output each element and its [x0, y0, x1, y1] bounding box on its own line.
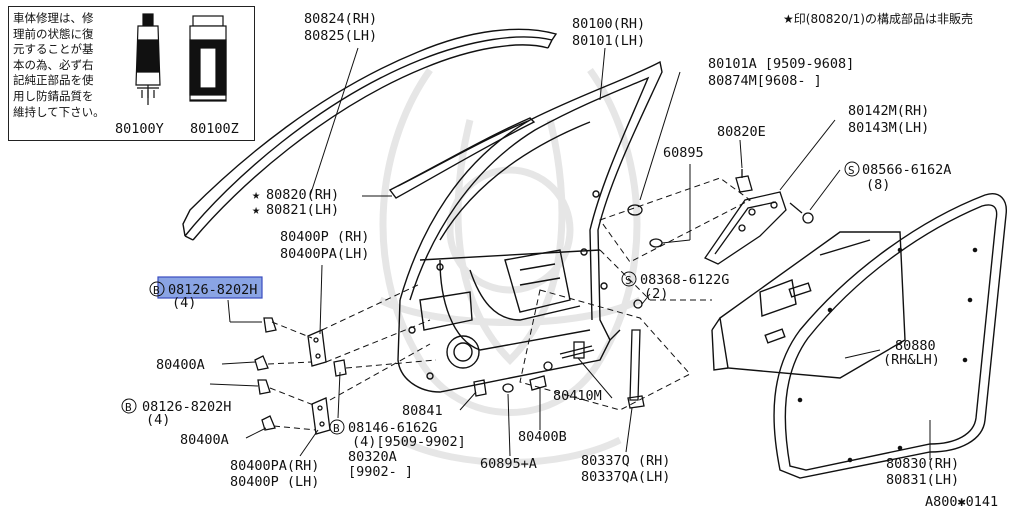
- label-80841: 80841: [402, 403, 443, 419]
- label-80820E: 80820E: [717, 124, 766, 140]
- highlight-box[interactable]: [157, 276, 263, 299]
- b-mark-icon: [329, 419, 345, 435]
- screw-08566: [789, 202, 814, 224]
- label-80400PA: 80400PA(LH): [280, 246, 369, 262]
- spray-can-icon: [189, 15, 227, 102]
- label-08566: 08566-6162A: [862, 162, 951, 178]
- mirror-patch-80142M: [704, 191, 787, 265]
- b-mark-label: B: [333, 422, 340, 435]
- repair-note-line: 車体修理は、修: [13, 11, 94, 25]
- door-shell: [397, 60, 663, 393]
- label-80831: 80831(LH): [886, 472, 959, 488]
- repair-note-line: 用し防錆品質を: [13, 88, 94, 103]
- label-80337QA: 80337QA(LH): [581, 469, 670, 485]
- label-08146: 08146-6162G: [348, 420, 437, 436]
- label-08368: 08368-6122G: [640, 272, 729, 288]
- sealant-tube-icon: [135, 13, 161, 105]
- label-80100: 80100(RH): [572, 16, 645, 32]
- diagram-code: A800✱0141: [925, 494, 998, 510]
- label-08368-qty: (2): [644, 286, 668, 302]
- label-08126-lower: 08126-8202H: [142, 399, 231, 415]
- assembly-dash-lines: [267, 177, 751, 431]
- b-mark-icon: [149, 281, 165, 297]
- label-80400A-upper: 80400A: [156, 357, 205, 373]
- label-80101: 80101(LH): [572, 33, 645, 49]
- part-label-80100Y: 80100Y: [115, 121, 164, 137]
- clip-80820E: [735, 169, 753, 193]
- label-80874M: 80874M[9608- ]: [708, 73, 822, 89]
- label-80101A: 80101A [9509-9608]: [708, 56, 854, 72]
- label-80400P: 80400P (RH): [280, 229, 369, 245]
- label-80880: 80880: [895, 338, 936, 354]
- part-labels: 80824(RH) 80825(LH) 80100(RH) 80101(LH) …: [121, 11, 998, 510]
- repair-note-text: 車体修理は、修 理前の状態に復 元することが基 本の為、必ず右 記純正部品を使 …: [13, 11, 121, 120]
- watermark-emblem: [378, 67, 642, 466]
- star-icon: ★: [252, 202, 260, 218]
- label-80821: 80821(LH): [266, 202, 339, 218]
- label-80400A-lower: 80400A: [180, 432, 229, 448]
- label-80337Q: 80337Q (RH): [581, 453, 670, 469]
- part-label-80100Z: 80100Z: [190, 121, 239, 137]
- b-mark-icon: [121, 398, 137, 414]
- sash-80337Q: [627, 299, 645, 409]
- label-08126-highlight-qty: (4): [172, 295, 196, 311]
- label-08126-highlight[interactable]: 08126-8202H: [168, 282, 257, 298]
- label-60895: 60895: [663, 145, 704, 161]
- b-mark-label: B: [153, 284, 160, 297]
- label-80824: 80824(RH): [304, 11, 377, 27]
- b-mark-label: B: [125, 401, 132, 414]
- weatherstrip-80820: [388, 117, 536, 199]
- label-80880-side: (RH&LH): [883, 352, 940, 368]
- label-80820: 80820(RH): [266, 187, 339, 203]
- label-80400B: 80400B: [518, 429, 567, 445]
- s-mark-label: S: [625, 274, 632, 287]
- label-80830: 80830(RH): [886, 456, 959, 472]
- s-mark-icon: [844, 161, 860, 177]
- star-icon: ★: [252, 187, 260, 203]
- door-seal-80830: [773, 193, 1007, 479]
- label-80400PA-lower: 80400PA(RH): [230, 458, 319, 474]
- label-60895A: 60895+A: [480, 456, 537, 472]
- upper-hinge: [254, 317, 327, 371]
- repair-note-line: 元することが基: [13, 42, 94, 57]
- s-mark-icon: [621, 271, 637, 287]
- label-80142M: 80142M(RH): [848, 103, 929, 119]
- header-note: ★印(80820/1)の構成部品は非販売: [783, 11, 973, 26]
- label-80400P-lower: 80400P (LH): [230, 474, 319, 490]
- label-08126-lower-qty: (4): [146, 412, 170, 428]
- lower-hinge: [257, 359, 347, 435]
- bracket-80841: [473, 379, 487, 397]
- label-08146-qty: (4)[9509-9902]: [352, 434, 466, 450]
- repair-note-line: 本の為、必ず右: [13, 57, 94, 72]
- label-80320A-date: [9902- ]: [348, 464, 413, 480]
- leader-lines: [209, 47, 931, 460]
- s-mark-label: S: [848, 164, 855, 177]
- door-check-80410M: [529, 341, 595, 391]
- label-08566-qty: (8): [866, 177, 890, 193]
- label-80143M: 80143M(LH): [848, 120, 929, 136]
- repair-note-line: 維持して下さい。: [13, 104, 105, 119]
- moulding-80824: [182, 28, 558, 241]
- repair-note-line: 記純正部品を使: [13, 73, 94, 88]
- trim-panel-80880: [711, 231, 906, 379]
- label-80320A: 80320A: [348, 449, 397, 465]
- repair-note-line: 理前の状態に復: [13, 26, 94, 41]
- label-80410M: 80410M: [553, 388, 602, 404]
- label-80825: 80825(LH): [304, 28, 377, 44]
